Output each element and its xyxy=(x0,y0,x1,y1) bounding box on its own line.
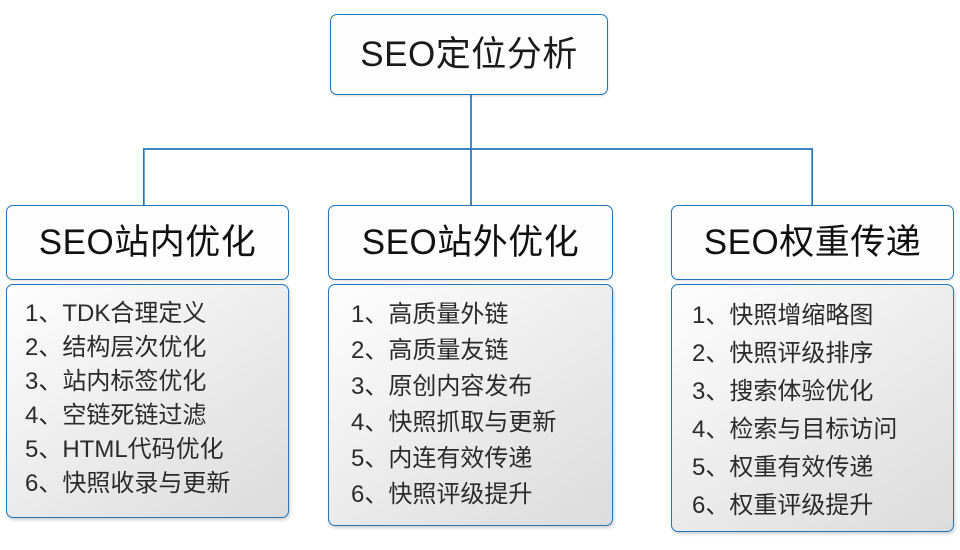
list-item: 1、高质量外链 xyxy=(351,301,509,328)
list-item: 3、搜索体验优化 xyxy=(692,378,874,405)
list-item: 2、结构层次优化 xyxy=(25,334,207,361)
list-item: 2、快照评级排序 xyxy=(692,340,874,367)
branch-item-list-3: 1、快照增缩略图 2、快照评级排序 3、搜索体验优化 4、检索与目标访问 5、权… xyxy=(672,297,953,525)
branch-body-1: 1、TDK合理定义 2、结构层次优化 3、站内标签优化 4、空链死链过滤 5、H… xyxy=(6,284,289,518)
list-item: 6、快照评级提升 xyxy=(351,481,533,508)
branch-title-1: SEO站内优化 xyxy=(38,223,257,262)
list-item: 2、高质量友链 xyxy=(351,337,509,364)
branch-column-1: SEO站内优化 1、TDK合理定义 2、结构层次优化 3、站内标签优化 4、空链… xyxy=(6,205,289,518)
branch-header-2[interactable]: SEO站外优化 xyxy=(328,205,613,280)
branch-item-list-1: 1、TDK合理定义 2、结构层次优化 3、站内标签优化 4、空链死链过滤 5、H… xyxy=(7,297,288,501)
list-item: 5、权重有效传递 xyxy=(692,454,874,481)
list-item: 4、快照抓取与更新 xyxy=(351,409,557,436)
branch-header-1[interactable]: SEO站内优化 xyxy=(6,205,289,280)
list-item: 4、空链死链过滤 xyxy=(25,402,207,429)
list-item: 1、快照增缩略图 xyxy=(692,302,874,329)
branch-header-3[interactable]: SEO权重传递 xyxy=(671,205,954,280)
list-item: 5、内连有效传递 xyxy=(351,445,533,472)
branch-item-list-2: 1、高质量外链 2、高质量友链 3、原创内容发布 4、快照抓取与更新 5、内连有… xyxy=(329,297,612,513)
list-item: 3、原创内容发布 xyxy=(351,373,533,400)
branch-body-3: 1、快照增缩略图 2、快照评级排序 3、搜索体验优化 4、检索与目标访问 5、权… xyxy=(671,284,954,532)
branch-title-3: SEO权重传递 xyxy=(703,223,922,262)
list-item: 3、站内标签优化 xyxy=(25,368,207,395)
root-node-label: SEO定位分析 xyxy=(360,35,578,74)
list-item: 1、TDK合理定义 xyxy=(25,300,207,327)
list-item: 6、快照收录与更新 xyxy=(25,470,231,497)
list-item: 4、检索与目标访问 xyxy=(692,416,898,443)
branch-column-3: SEO权重传递 1、快照增缩略图 2、快照评级排序 3、搜索体验优化 4、检索与… xyxy=(671,205,954,532)
list-item: 6、权重评级提升 xyxy=(692,492,874,519)
branch-body-2: 1、高质量外链 2、高质量友链 3、原创内容发布 4、快照抓取与更新 5、内连有… xyxy=(328,284,613,526)
list-item: 5、HTML代码优化 xyxy=(25,436,224,463)
root-node[interactable]: SEO定位分析 xyxy=(330,14,608,95)
branch-column-2: SEO站外优化 1、高质量外链 2、高质量友链 3、原创内容发布 4、快照抓取与… xyxy=(328,205,613,526)
branch-title-2: SEO站外优化 xyxy=(361,223,580,262)
